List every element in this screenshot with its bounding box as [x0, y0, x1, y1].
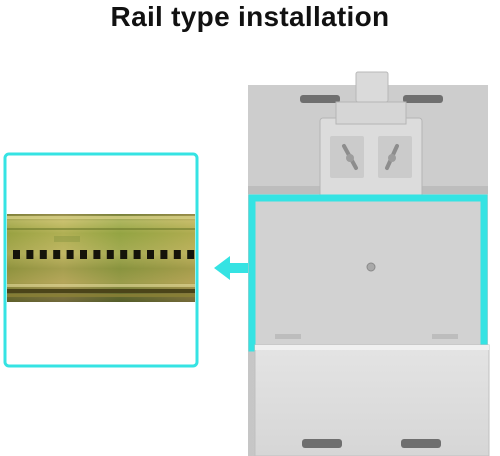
rail-slot	[133, 250, 141, 259]
rail-slot	[66, 250, 74, 259]
page-title: Rail type installation	[110, 1, 390, 32]
rail-slot	[173, 250, 181, 259]
rail-slots	[13, 250, 195, 259]
rail-slot	[147, 250, 154, 259]
vent-slot	[401, 439, 441, 448]
din-rail-zoom-panel	[3, 152, 199, 368]
rail-mount-area	[248, 194, 488, 352]
rail-slot	[160, 250, 168, 259]
rail-slot	[80, 250, 87, 259]
vent-slot	[403, 95, 443, 103]
rail-slot	[13, 250, 20, 259]
arrow-left-icon	[214, 256, 262, 280]
rail-slot	[53, 250, 61, 259]
rail-slot	[93, 250, 101, 259]
rail-slot	[120, 250, 128, 259]
rail-slot	[39, 250, 47, 259]
vent-slot	[302, 439, 342, 448]
housing-cover	[254, 344, 490, 456]
din-rail-clip	[319, 71, 423, 199]
vent-slot	[300, 95, 340, 103]
rail-slot	[26, 250, 34, 259]
din-module-housing	[248, 71, 490, 456]
rail-slot	[187, 250, 195, 259]
mount-hole	[366, 262, 376, 272]
rail-slot	[106, 250, 114, 259]
